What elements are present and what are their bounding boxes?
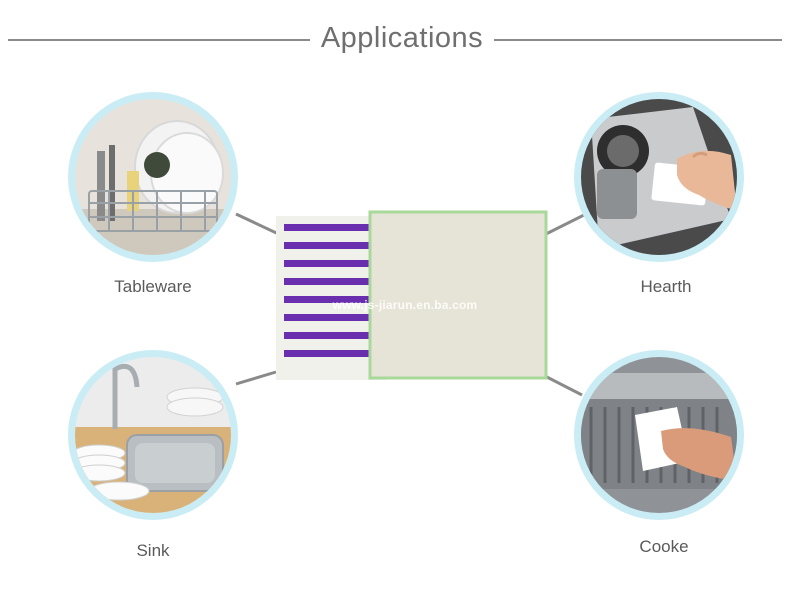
- label-sink: Sink: [136, 541, 170, 560]
- dish-rack-illustration: [75, 99, 231, 255]
- stove-cleaning-illustration: [581, 99, 737, 255]
- page-title: Applications: [320, 22, 484, 54]
- tableware-image: [68, 92, 238, 262]
- plain-cloth: [368, 210, 548, 380]
- header-rule-right: [494, 39, 782, 41]
- watermark-text: www.js-jiarun.en.ba.com: [332, 298, 478, 312]
- label-cooke: Cooke: [639, 537, 689, 556]
- dish-cloth-product-image: [276, 210, 548, 380]
- sink-image: [68, 350, 238, 520]
- cooke-image: [574, 350, 744, 520]
- purple-stripes: [284, 224, 380, 357]
- label-hearth: Hearth: [640, 277, 692, 296]
- header-rule-left: [8, 39, 310, 41]
- range-hood-cleaning-illustration: [581, 357, 737, 513]
- label-tableware: Tableware: [114, 277, 192, 296]
- page-header: Applications: [0, 18, 790, 58]
- kitchen-sink-illustration: [75, 357, 231, 513]
- hearth-image: [574, 92, 744, 262]
